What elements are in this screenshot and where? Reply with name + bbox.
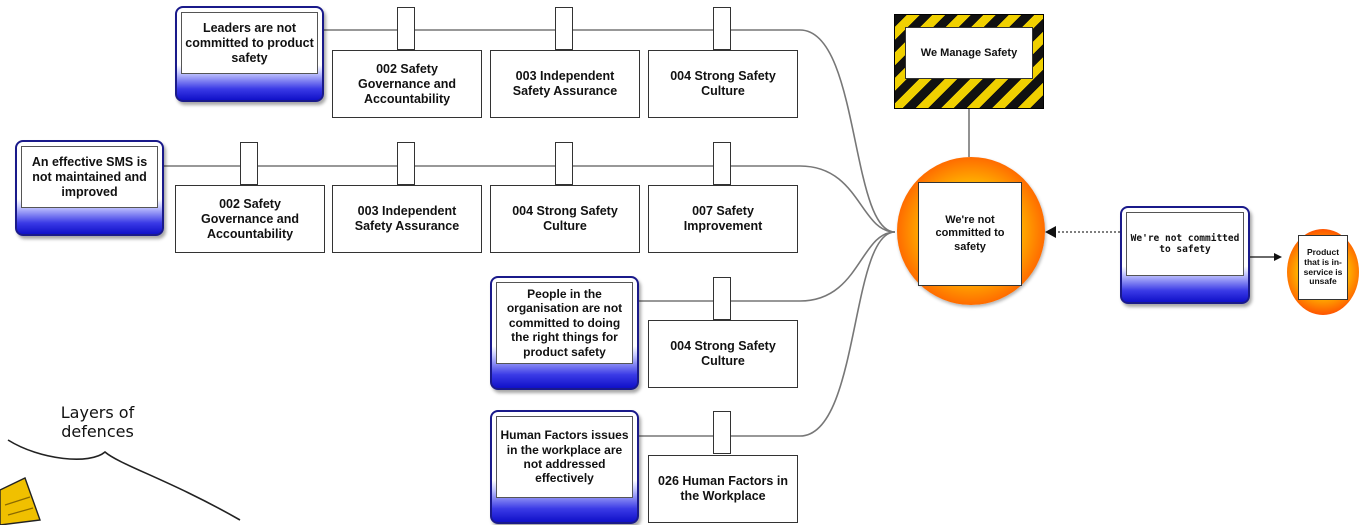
consequence-arrow-head: [1274, 253, 1282, 261]
dotted-arrow-head: [1045, 226, 1056, 238]
barrier-tab: [555, 142, 573, 185]
threat-label: Human Factors issues in the workplace ar…: [496, 416, 633, 498]
threat-line-2: [163, 165, 896, 233]
barrier-box[interactable]: 002 Safety Governance and Accountability: [175, 185, 325, 253]
top-event-label: We're not committed to safety: [918, 182, 1022, 286]
barrier-tab: [555, 7, 573, 50]
barrier-tab: [397, 142, 415, 185]
barrier-box[interactable]: 004 Strong Safety Culture: [648, 320, 798, 388]
barrier-tab: [713, 277, 731, 320]
threat-box[interactable]: Leaders are not committed to product saf…: [175, 6, 324, 102]
barrier-box[interactable]: 003 Independent Safety Assurance: [332, 185, 482, 253]
barrier-box[interactable]: 004 Strong Safety Culture: [648, 50, 798, 118]
barrier-tab: [713, 142, 731, 185]
secondary-event-label: We're not committed to safety: [1126, 212, 1244, 276]
threat-line-3: [636, 231, 896, 302]
barrier-box[interactable]: 007 Safety Improvement: [648, 185, 798, 253]
threat-label: Leaders are not committed to product saf…: [181, 12, 318, 74]
threat-label: An effective SMS is not maintained and i…: [21, 146, 158, 208]
threat-box[interactable]: People in the organisation are not commi…: [490, 276, 639, 390]
hazard-label: We Manage Safety: [905, 27, 1033, 79]
barrier-tab: [397, 7, 415, 50]
stack-icon: [0, 477, 41, 525]
barrier-box[interactable]: 003 Independent Safety Assurance: [490, 50, 640, 118]
barrier-tab: [713, 7, 731, 50]
threat-label: People in the organisation are not commi…: [496, 282, 633, 364]
threat-line-4: [636, 231, 896, 437]
threat-box[interactable]: Human Factors issues in the workplace ar…: [490, 410, 639, 524]
barrier-box[interactable]: 002 Safety Governance and Accountability: [332, 50, 482, 118]
barrier-tab: [713, 411, 731, 454]
threat-line-1: [320, 29, 896, 233]
consequence-label: Product that is in-service is unsafe: [1298, 235, 1348, 300]
barrier-box[interactable]: 004 Strong Safety Culture: [490, 185, 640, 253]
barrier-tab: [240, 142, 258, 185]
secondary-event-box[interactable]: We're not committed to safety: [1120, 206, 1250, 304]
annotation-brace: [7, 439, 241, 521]
barrier-box[interactable]: 026 Human Factors in the Workplace: [648, 455, 798, 523]
layers-of-defences-label: Layers of defences: [60, 403, 135, 442]
hazard-box[interactable]: We Manage Safety: [894, 14, 1044, 109]
threat-box[interactable]: An effective SMS is not maintained and i…: [15, 140, 164, 236]
